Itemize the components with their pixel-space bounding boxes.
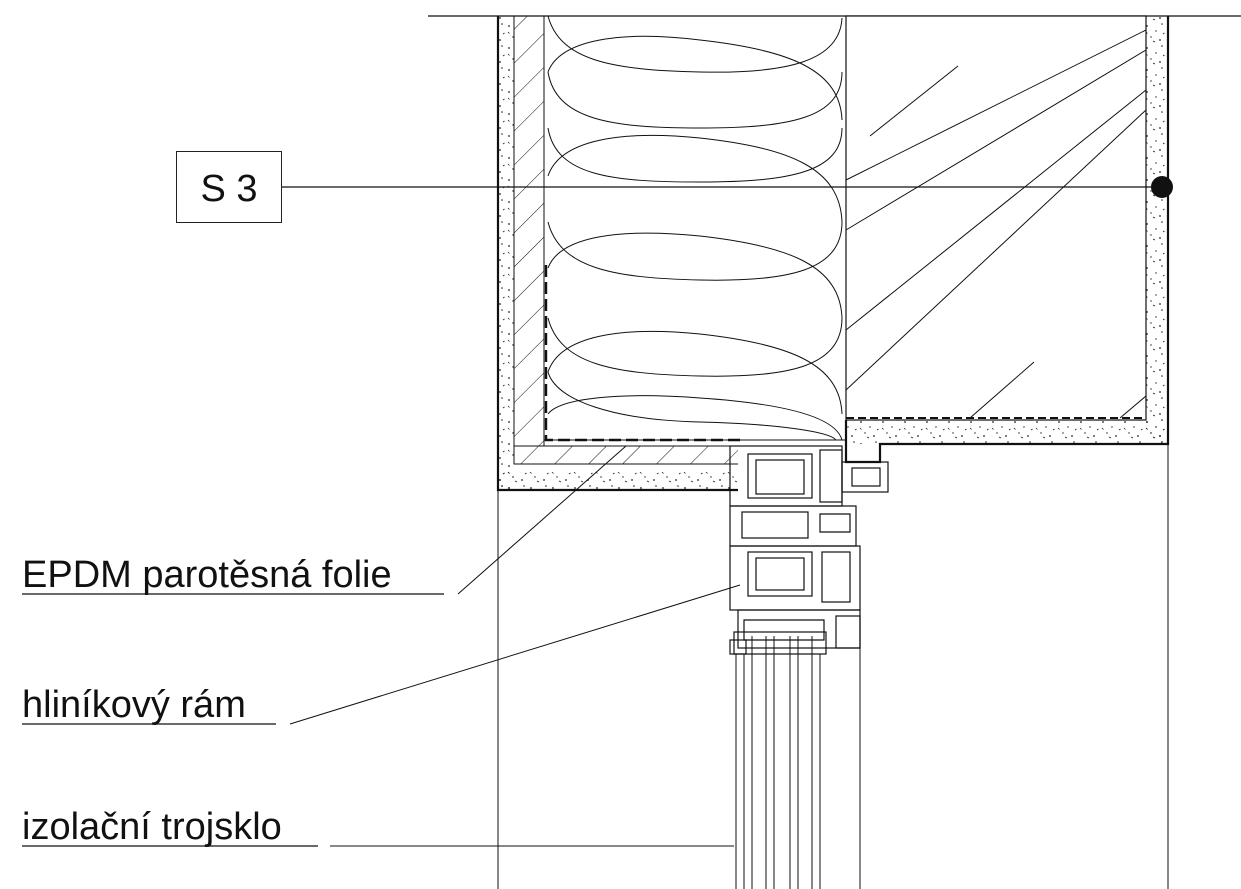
vapour-barrier-line bbox=[544, 265, 740, 442]
section-tag-label: S 3 bbox=[200, 168, 258, 210]
triple-glazing bbox=[735, 636, 861, 889]
aluminium-frame bbox=[729, 445, 889, 655]
right-plaster-layer bbox=[844, 16, 1170, 464]
board-layer bbox=[514, 16, 738, 464]
callout-epdm-label: EPDM parotěsná folie bbox=[22, 554, 392, 596]
section-tag-box: S 3 bbox=[176, 151, 282, 223]
callout-glazing-label: izolační trojsklo bbox=[22, 806, 282, 848]
concrete-lintel bbox=[845, 15, 1147, 421]
leader-frame bbox=[289, 584, 741, 725]
insulation-layer bbox=[543, 15, 847, 441]
section-marker-dot bbox=[1151, 176, 1173, 198]
callout-frame-label: hliníkový rám bbox=[22, 684, 246, 726]
leader-epdm bbox=[457, 445, 627, 595]
